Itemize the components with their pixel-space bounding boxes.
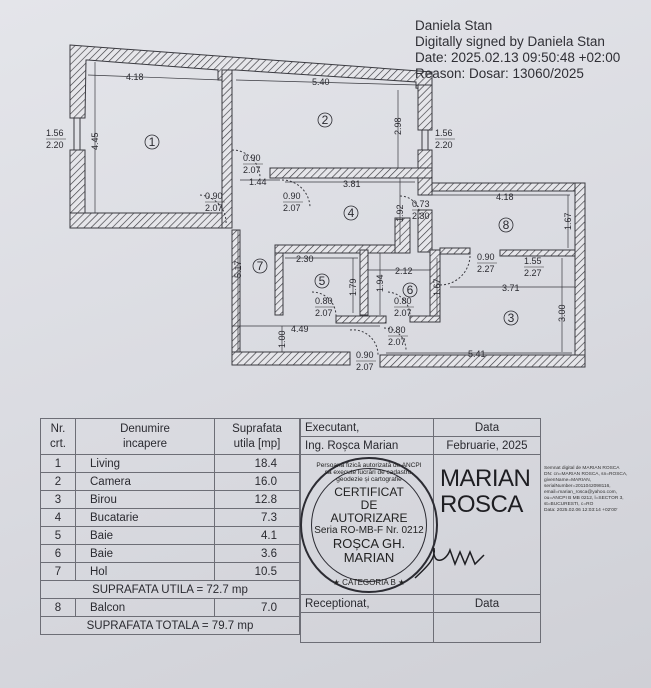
room-numbers xyxy=(144,112,519,326)
dimension-label: 1.92 xyxy=(395,204,405,222)
dimension-label: 1.67 xyxy=(432,278,442,296)
stamp-line: DE xyxy=(360,498,378,512)
useful-area-total: SUPRAFATA UTILA = 72.7 mp xyxy=(40,580,300,599)
walls xyxy=(69,44,586,368)
svg-text:0.80: 0.80 xyxy=(394,296,412,306)
dimension-label: 4.18 xyxy=(496,192,514,202)
floor-plan: 4.18 5.40 4.45 2.98 1.44 3.81 1.92 4.18 … xyxy=(46,44,586,372)
dimension-label: 1.79 xyxy=(348,278,358,296)
svg-text:0.90: 0.90 xyxy=(283,191,301,201)
dimension-label: 3.00 xyxy=(557,304,567,322)
svg-text:0.73: 0.73 xyxy=(412,199,430,209)
svg-text:1: 1 xyxy=(149,135,156,149)
dimension-label: 4.18 xyxy=(126,72,144,82)
svg-text:2.07: 2.07 xyxy=(243,165,261,175)
header-nr: Nr.crt. xyxy=(40,418,76,455)
digital-signer-name: MARIAN ROSCA xyxy=(440,465,531,518)
signed-by: Digitally signed by Daniela Stan xyxy=(415,34,605,49)
dimension-label: 3.71 xyxy=(502,283,520,293)
receptionat-label: Receptionat, xyxy=(300,594,434,613)
dimension-label: 2.12 xyxy=(395,266,413,276)
svg-text:2.27: 2.27 xyxy=(524,268,542,278)
grand-total: SUPRAFATA TOTALA = 79.7 mp xyxy=(40,616,300,635)
dimension-label: 4.49 xyxy=(291,324,309,334)
dimension-label: 5.41 xyxy=(468,349,486,359)
dimension-label: 1.44 xyxy=(249,177,267,187)
dimension-label: 1.00 xyxy=(277,330,287,348)
svg-text:2.20: 2.20 xyxy=(435,140,453,150)
stamp-line: CERTIFICAT xyxy=(334,485,404,499)
svg-text:3: 3 xyxy=(508,311,515,325)
dimension-label: 2.98 xyxy=(393,117,403,135)
dimension-label: 4.45 xyxy=(90,132,100,150)
handwritten-signature xyxy=(414,547,485,579)
svg-text:2.27: 2.27 xyxy=(477,264,495,274)
authorization-stamp: Persoană fizică autorizată de ANCPI să e… xyxy=(300,457,438,593)
stamp-line: MARIAN xyxy=(343,550,395,565)
svg-text:2.30: 2.30 xyxy=(412,211,430,221)
svg-text:1.55: 1.55 xyxy=(524,256,542,266)
svg-text:2.07: 2.07 xyxy=(205,203,223,213)
svg-text:0.90: 0.90 xyxy=(243,153,261,163)
svg-text:0.80: 0.80 xyxy=(388,325,406,335)
svg-text:2.20: 2.20 xyxy=(46,140,64,150)
date-value: Februarie, 2025 xyxy=(433,436,541,455)
svg-text:2.07: 2.07 xyxy=(388,337,406,347)
stamp-ring-top: Persoană fizică autorizată de ANCPI să e… xyxy=(316,462,422,483)
dimension-label: 3.81 xyxy=(343,179,361,189)
door-swings xyxy=(199,149,471,356)
svg-text:4: 4 xyxy=(348,206,355,220)
dimension-labels: 4.18 5.40 4.45 2.98 1.44 3.81 1.92 4.18 … xyxy=(90,72,573,359)
stamp-line: Seria RO-MB-F Nr. 0212 xyxy=(314,525,424,536)
svg-text:2.07: 2.07 xyxy=(283,203,301,213)
stamp-line: ROȘCA GH. xyxy=(332,536,406,551)
date-label-2: Data xyxy=(433,594,541,613)
svg-text:2: 2 xyxy=(322,113,329,127)
svg-text:8: 8 xyxy=(503,218,510,232)
opening-labels: 1.56 2.20 1.56 2.20 0.90 2.07 0.90 2.07 0.90… xyxy=(46,128,544,372)
svg-text:2.07: 2.07 xyxy=(315,308,333,318)
executant-label: Executant, xyxy=(300,418,434,437)
sign-date: Date: 2025.02.13 09:50:48 +02:00 xyxy=(415,50,621,65)
dimension-label: 5.17 xyxy=(233,260,243,278)
executant-name: Ing. Roșca Marian xyxy=(300,436,434,455)
digital-signature-details: Semnat digital de MARIAN ROSCA DN: cn=MA… xyxy=(544,466,628,513)
signer-name: Daniela Stan xyxy=(415,18,493,33)
svg-text:2.07: 2.07 xyxy=(394,308,412,318)
digital-signature-block: Daniela Stan Digitally signed by Daniela… xyxy=(415,18,620,82)
dimension-lines xyxy=(87,62,575,354)
svg-text:1.56: 1.56 xyxy=(46,128,64,138)
svg-text:0.80: 0.80 xyxy=(315,296,333,306)
room-number-labels: 1 2 3 4 5 6 7 8 xyxy=(149,113,515,325)
dimension-label: 1.94 xyxy=(375,274,385,292)
svg-text:6: 6 xyxy=(407,283,414,297)
dimension-label: 5.40 xyxy=(312,77,330,87)
dimension-label: 1.67 xyxy=(563,212,573,230)
sign-reason: Reason: Dosar: 13060/2025 xyxy=(415,66,584,81)
svg-text:1.56: 1.56 xyxy=(435,128,453,138)
svg-text:2.07: 2.07 xyxy=(356,362,374,372)
svg-text:0.90: 0.90 xyxy=(205,191,223,201)
date-label: Data xyxy=(433,418,541,437)
dimension-label: 2.30 xyxy=(296,254,314,264)
svg-text:0.90: 0.90 xyxy=(356,350,374,360)
stamp-line: AUTORIZARE xyxy=(330,511,408,525)
svg-text:0.90: 0.90 xyxy=(477,252,495,262)
svg-text:5: 5 xyxy=(319,274,326,288)
windows xyxy=(73,118,429,150)
stamp-ring-bottom: ★ CATEGORIA B ★ xyxy=(332,578,406,587)
svg-text:7: 7 xyxy=(257,259,264,273)
